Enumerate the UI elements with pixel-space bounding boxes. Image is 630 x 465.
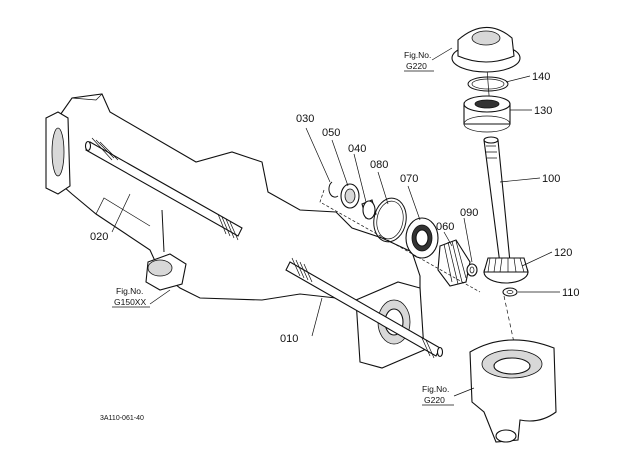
label-040: 040 [348, 143, 366, 155]
label-080: 080 [370, 159, 388, 171]
label-110: 110 [562, 287, 580, 299]
label-090: 090 [460, 207, 478, 219]
label-060: 060 [436, 221, 454, 233]
fig-ref-top-line2: G220 [406, 61, 427, 71]
fig-ref-top: Fig.No. G220 [404, 50, 434, 72]
bearing-070 [405, 217, 439, 259]
washer-090 [466, 263, 478, 277]
drawing-code: 3A110-061-40 [100, 415, 144, 422]
fig-ref-bottom-line2: G220 [424, 395, 445, 405]
label-010: 010 [280, 333, 298, 345]
fig-ref-top-line1: Fig.No. [404, 50, 431, 60]
shaft-010 [285, 257, 444, 359]
bearing-050 [340, 183, 360, 209]
axle-housing [55, 93, 421, 303]
housing-boss [145, 209, 187, 291]
label-020: 020 [90, 231, 108, 243]
leader-lines [111, 47, 560, 397]
vertical-shaft-100 [483, 136, 511, 265]
fig-ref-left-line1: Fig.No. [116, 286, 143, 296]
bevel-gear-060 [437, 239, 471, 287]
collar-040 [361, 199, 377, 220]
fig-ref-left: Fig.No. G150XX [112, 286, 150, 308]
bottom-case [469, 339, 557, 443]
washer-110 [502, 287, 518, 297]
circlip-030 [328, 181, 339, 198]
label-140: 140 [532, 71, 550, 83]
fig-ref-left-line2: G150XX [114, 297, 146, 307]
label-120: 120 [554, 247, 572, 259]
label-100: 100 [542, 173, 560, 185]
label-070: 070 [400, 173, 418, 185]
o-ring-080 [373, 197, 407, 243]
left-flange [45, 111, 71, 195]
label-050: 050 [322, 127, 340, 139]
label-030: 030 [296, 113, 314, 125]
top-case [451, 26, 521, 73]
label-130: 130 [534, 105, 552, 117]
shaft-020 [84, 137, 243, 241]
bearing-130 [463, 95, 511, 133]
ring-140 [467, 76, 509, 92]
bevel-gear-120 [483, 257, 529, 284]
fig-ref-bottom-line1: Fig.No. [422, 384, 449, 394]
fig-ref-bottom: Fig.No. G220 [422, 384, 454, 406]
